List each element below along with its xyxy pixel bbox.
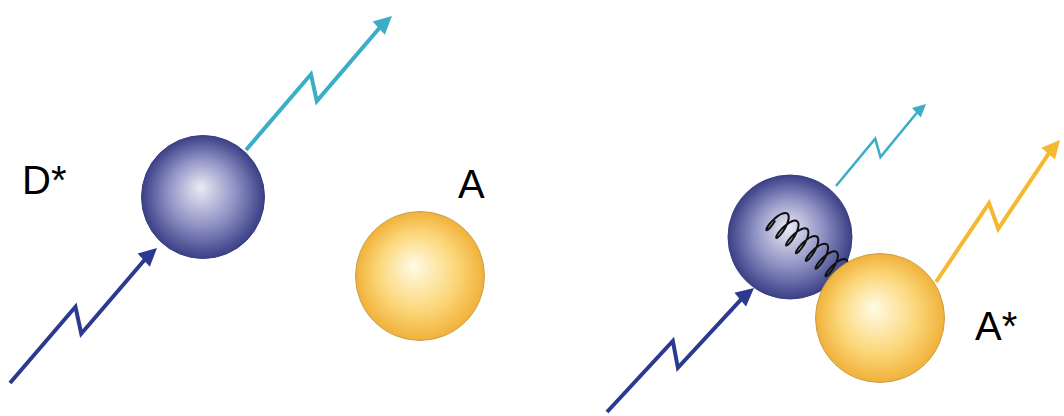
sphere-outline (355, 211, 485, 341)
sphere (142, 136, 265, 259)
sphere-outline (141, 135, 265, 259)
arrow-head (912, 104, 926, 118)
donor-sphere: D* (141, 135, 265, 259)
photon-arrow (607, 297, 743, 412)
acceptor-sphere: A* (815, 253, 945, 383)
sphere (356, 212, 485, 341)
molecule-label: A (458, 164, 485, 204)
arrow-head (1041, 140, 1060, 159)
acceptor-sphere: A (355, 211, 485, 341)
molecule-label: A* (975, 306, 1017, 346)
sphere-outline (815, 253, 945, 383)
sphere (816, 254, 945, 383)
molecule-label: D* (22, 160, 66, 200)
photon-arrow (836, 111, 918, 186)
arrow-head (734, 288, 754, 306)
photon-arrows (10, 16, 1060, 412)
photon-arrow (10, 258, 146, 383)
arrow-head (373, 16, 392, 35)
photon-arrow (936, 151, 1051, 282)
arrow-head (138, 248, 157, 267)
photon-arrow (246, 26, 381, 150)
